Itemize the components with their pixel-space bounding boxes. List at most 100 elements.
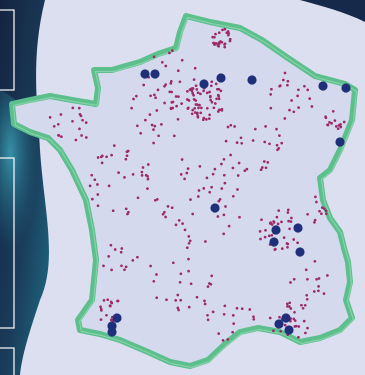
site-point <box>211 172 215 176</box>
site-point <box>209 94 212 98</box>
site-point <box>322 292 326 295</box>
site-point <box>109 243 113 247</box>
site-point <box>300 303 303 307</box>
site-point <box>160 123 163 126</box>
site-point <box>163 210 166 214</box>
site-point <box>226 33 230 37</box>
site-point <box>275 143 279 147</box>
site-point <box>280 220 283 224</box>
site-point <box>292 238 296 241</box>
site-point <box>292 277 296 281</box>
site-point <box>176 306 180 310</box>
major-site-point <box>216 73 226 83</box>
site-point <box>96 204 100 208</box>
site-point <box>306 277 309 281</box>
site-point <box>135 124 139 128</box>
site-point <box>248 308 252 311</box>
site-point <box>196 91 200 95</box>
site-point <box>99 318 103 321</box>
site-point <box>217 97 221 101</box>
site-point <box>107 184 111 188</box>
site-point <box>223 181 227 185</box>
site-point <box>154 96 157 100</box>
site-point <box>324 212 328 216</box>
site-point <box>105 155 108 159</box>
site-point <box>187 235 191 238</box>
site-point <box>206 318 210 322</box>
site-point <box>215 97 218 101</box>
site-point <box>211 310 215 314</box>
site-point <box>263 235 267 239</box>
site-point <box>243 169 247 173</box>
site-point <box>171 261 175 265</box>
site-point <box>202 187 206 190</box>
site-point <box>322 207 326 211</box>
site-point <box>191 92 195 95</box>
site-point <box>197 106 200 110</box>
site-point <box>216 44 220 47</box>
site-point <box>172 134 176 138</box>
site-point <box>339 125 343 129</box>
site-point <box>292 110 296 114</box>
site-point <box>220 109 224 112</box>
site-point <box>124 265 128 269</box>
site-point <box>278 134 281 137</box>
site-point <box>150 123 154 127</box>
site-point <box>273 248 277 251</box>
site-point <box>136 196 140 200</box>
site-point <box>297 88 300 92</box>
site-point <box>240 307 244 311</box>
site-point <box>152 279 156 283</box>
site-point <box>214 82 218 86</box>
site-point <box>317 285 320 288</box>
major-site-point <box>274 319 284 329</box>
site-point <box>320 212 323 216</box>
major-site-point <box>247 75 257 85</box>
site-point <box>258 230 262 233</box>
site-point <box>102 299 106 302</box>
site-point <box>135 94 138 98</box>
site-point <box>269 106 273 110</box>
site-point <box>253 127 257 131</box>
site-point <box>178 280 182 284</box>
site-point <box>252 317 256 321</box>
site-point <box>318 209 321 213</box>
major-site-point <box>295 247 305 257</box>
site-point <box>210 100 214 104</box>
site-point <box>333 119 337 122</box>
site-point <box>286 208 290 212</box>
site-point <box>91 197 94 201</box>
site-point <box>227 224 231 228</box>
site-point <box>286 83 289 87</box>
site-point <box>48 116 52 119</box>
left-background-panel <box>0 0 52 375</box>
site-point <box>163 101 166 105</box>
site-point <box>320 206 324 209</box>
site-point <box>276 148 279 152</box>
panel-frame-middle <box>0 157 15 329</box>
site-point <box>210 274 214 278</box>
site-point <box>196 115 200 119</box>
site-point <box>144 173 148 177</box>
site-point <box>231 166 235 170</box>
site-point <box>276 222 280 226</box>
site-point <box>223 45 227 49</box>
site-point <box>293 310 296 314</box>
site-point <box>264 228 267 232</box>
site-point <box>152 128 155 131</box>
site-point <box>110 268 113 272</box>
site-point <box>195 295 199 299</box>
site-point <box>125 154 129 158</box>
site-point <box>286 211 290 214</box>
site-point <box>205 91 209 95</box>
site-point <box>212 106 216 110</box>
site-point <box>331 109 335 113</box>
site-point <box>280 247 284 250</box>
site-point <box>193 111 197 114</box>
site-point <box>161 212 165 216</box>
site-point <box>153 124 157 128</box>
site-point <box>195 112 199 116</box>
site-point <box>191 87 195 90</box>
site-point <box>305 293 309 297</box>
site-point <box>144 118 147 122</box>
